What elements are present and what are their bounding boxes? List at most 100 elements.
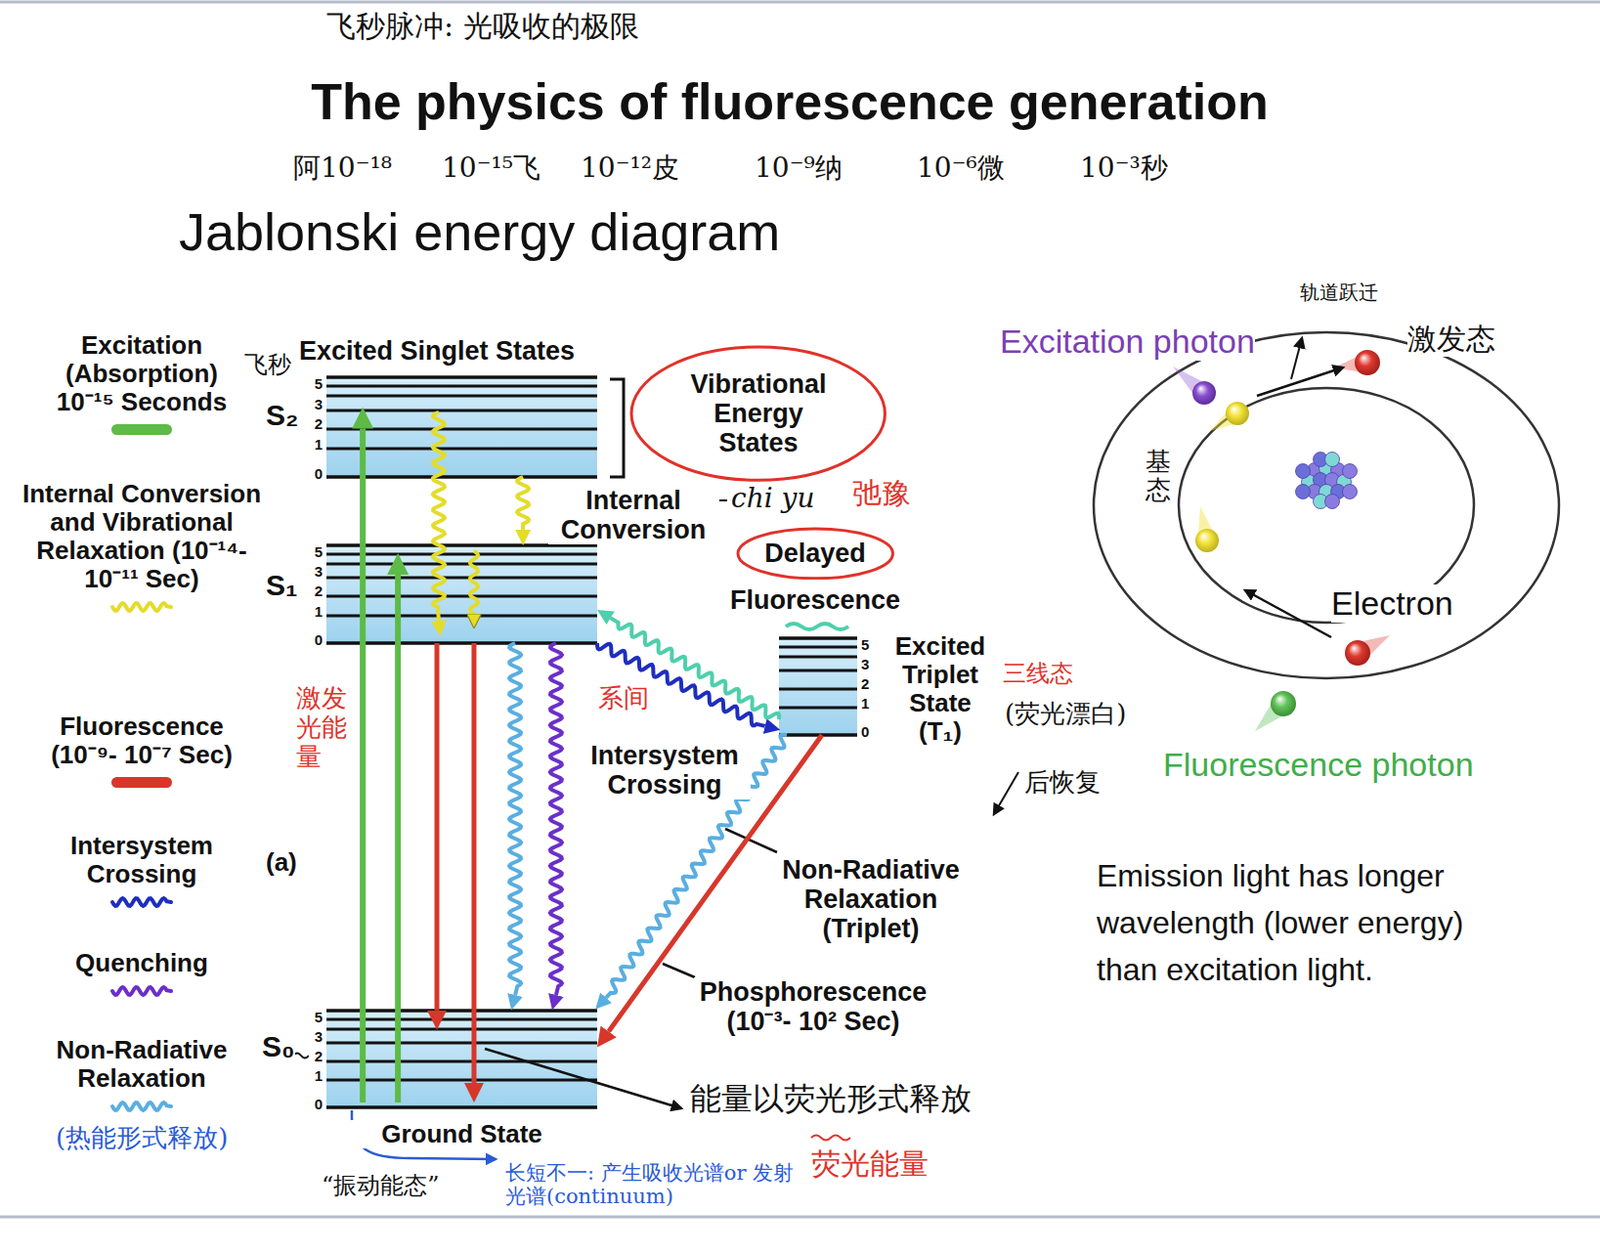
level-number: 5 [308, 1009, 323, 1026]
text-label: (a) [265, 848, 298, 878]
legend-sample [109, 894, 174, 910]
legend-label: Intersystem Crossing [22, 831, 262, 889]
level-number: 2 [861, 676, 875, 692]
handwritten-note: “振动能态” [321, 1172, 440, 1201]
handwritten-note: 10⁻¹²皮 [580, 152, 680, 184]
hand-arrow [484, 1048, 682, 1109]
handwritten-note: 阿10⁻¹⁸ [293, 152, 392, 184]
legend-label: Quenching [22, 949, 262, 978]
annotation-text: Delayed [764, 538, 866, 568]
text-label: Excited Singlet States [299, 336, 575, 367]
text-label: Fluorescence photon [1163, 745, 1474, 784]
handwritten-note: 荧光能量 [811, 1147, 929, 1182]
band-label: S₀ [261, 1030, 296, 1064]
level-number: 5 [308, 544, 323, 561]
hand-circle-outline [737, 528, 893, 579]
handwritten-note: 长短不一: 产生吸收光谱or 发射光谱(continuum) [505, 1161, 799, 1209]
level-number: 3 [308, 1029, 323, 1045]
band-label: S₁ [265, 568, 298, 603]
handwritten-note: 激发光能量 [296, 684, 353, 773]
legend-item: Non-Radiative Relaxation [22, 1036, 262, 1115]
handwritten-note: 轨道跃迁 [1299, 281, 1379, 304]
hand-arrow [994, 772, 1019, 815]
legend-label: Internal Conversion and Vibrational Rela… [22, 479, 262, 594]
legend-label: Non-Radiative Relaxation [22, 1036, 262, 1093]
level-number: 1 [308, 604, 323, 620]
circled-annotation: Vibrational Energy States [629, 345, 887, 482]
handwritten-note: 三线态 [1002, 660, 1074, 689]
level-number: 2 [308, 1048, 323, 1065]
legend-item: Intersystem Crossing [22, 831, 262, 910]
handwritten-note: 弛豫 [852, 476, 911, 512]
transition-arrow [471, 643, 476, 1083]
handwritten-note: 基态 [1145, 447, 1171, 504]
edge-label: Non-Radiative Relaxation (Triplet) [773, 855, 969, 945]
transition-arrow [517, 476, 529, 530]
band-label: Excited Triplet State (T₁) [886, 632, 995, 746]
transition-arrow [434, 643, 440, 1011]
level-number: 0 [308, 632, 323, 649]
text-label: Excitation photon [999, 322, 1255, 361]
handwritten-note: 后恢复 [1024, 768, 1101, 798]
hand-circle-outline [631, 346, 885, 480]
level-number: 2 [308, 583, 323, 600]
vibrational-relaxation-arrow [470, 551, 478, 626]
hand-tilde [293, 1053, 309, 1059]
legend-item: Excitation (Absorption) 10⁻¹⁵ Seconds [43, 331, 240, 435]
handwritten-note: 飞秒脉冲: 光吸收的极限 [326, 9, 640, 44]
level-number: 0 [308, 1096, 323, 1113]
legend-swatch [111, 424, 173, 435]
handwritten-note: (荧光漂白) [1004, 699, 1126, 730]
energy-band: Excited Triplet State (T₁) [778, 638, 858, 736]
transition-arrow [394, 574, 401, 1103]
handwritten-note: 10⁻⁹纳 [754, 152, 843, 184]
legend-label: Excitation (Absorption) 10⁻¹⁵ Seconds [43, 331, 240, 417]
handwritten-note: 系间 [598, 684, 649, 714]
level-number: 3 [308, 396, 323, 413]
transition-arrow [432, 412, 445, 621]
legend-sample [109, 1098, 174, 1115]
hand-squiggle [811, 1135, 851, 1141]
annotation-text: Vibrational Energy States [672, 369, 844, 459]
handwritten-note: 能量以荧光形式释放 [690, 1081, 972, 1118]
legend-sample-wave [112, 898, 172, 907]
legend-sample [109, 983, 174, 999]
legend-sample-wave [112, 987, 172, 995]
legend-sample-wave [112, 603, 172, 611]
level-number: 1 [861, 695, 875, 712]
text-label: Jablonski energy diagram [178, 201, 780, 262]
edge-label: Internal Conversion [548, 485, 720, 545]
handwritten-note: 10⁻³秒 [1080, 152, 1168, 184]
handwritten-note: 10⁻⁶微 [916, 152, 1005, 184]
transition-arrow [550, 643, 563, 995]
edge-label: Intersystem Crossing [579, 740, 751, 800]
leader-line [662, 963, 695, 978]
legend-sample-wave [112, 1102, 172, 1111]
level-number: 3 [861, 656, 875, 673]
band-label: Ground State [326, 1120, 598, 1149]
band-label: S₂ [265, 398, 299, 433]
handwritten-note: chi yu [731, 482, 815, 515]
energy-band: S₂ [326, 377, 598, 477]
legend-sample [109, 599, 174, 615]
level-number: 0 [861, 724, 875, 740]
level-number: 0 [308, 466, 323, 482]
energy-band: S₀Ground State [326, 1010, 598, 1108]
handwritten-note: 飞秒 [244, 351, 292, 380]
level-number: 5 [308, 376, 323, 392]
legend-item: Fluorescence (10⁻⁹- 10⁻⁷ Sec) [29, 712, 255, 788]
transition-arrow [359, 429, 366, 1103]
handwritten-note: (热能形式释放) [55, 1124, 228, 1154]
energy-band: S₁ [326, 545, 598, 644]
title: The physics of fluorescence generation [0, 72, 1580, 131]
edge-label: Phosphorescence (10⁻³- 10² Sec) [693, 977, 934, 1037]
bracket [609, 379, 624, 477]
level-number: 3 [308, 563, 323, 580]
delayed-sample-wave [785, 623, 849, 630]
level-number: 2 [308, 416, 323, 433]
circled-annotation: Delayed [735, 526, 895, 581]
handwritten-note: 10⁻¹⁵飞 [441, 152, 541, 184]
legend-item: Internal Conversion and Vibrational Rela… [22, 479, 262, 615]
